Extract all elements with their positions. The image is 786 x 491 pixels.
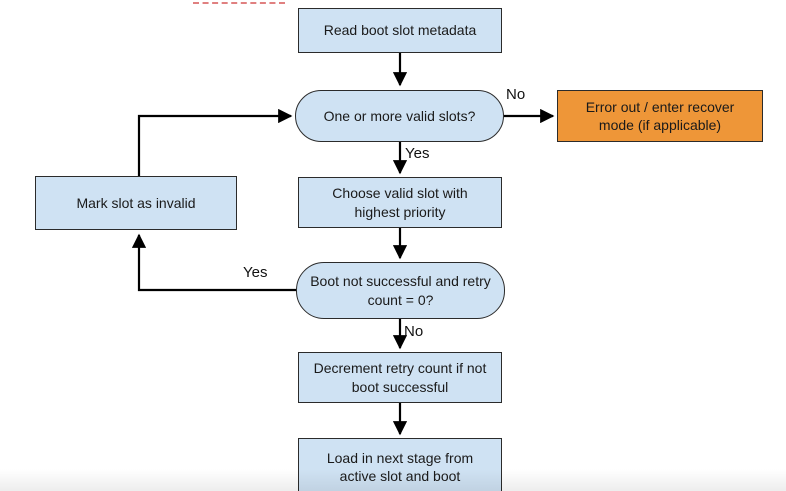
flow-node-load-stage: Load in next stage from active slot and … xyxy=(298,438,502,491)
flow-node-choose-slot: Choose valid slot with highest priority xyxy=(298,177,502,228)
edge-label-yes-mark: Yes xyxy=(243,264,268,281)
flow-node-boot-check: Boot not successful and retry count = 0? xyxy=(296,262,505,319)
flow-node-decrement: Decrement retry count if not boot succes… xyxy=(298,352,502,403)
flow-node-error-out: Error out / enter recover mode (if appli… xyxy=(557,90,763,142)
edge-label-yes-choose: Yes xyxy=(405,145,430,162)
edge-label-no-error: No xyxy=(506,86,526,103)
red-dotted-marker xyxy=(193,2,285,4)
flow-node-read-metadata: Read boot slot metadata xyxy=(298,8,502,53)
edge-label-no-decrement: No xyxy=(404,323,424,340)
flow-node-mark-invalid: Mark slot as invalid xyxy=(35,176,237,230)
arrow-markinvalid-to-validslots xyxy=(137,108,293,176)
flow-node-valid-slots: One or more valid slots? xyxy=(295,90,504,142)
arrow-bootcheck-to-markinvalid xyxy=(131,233,296,292)
